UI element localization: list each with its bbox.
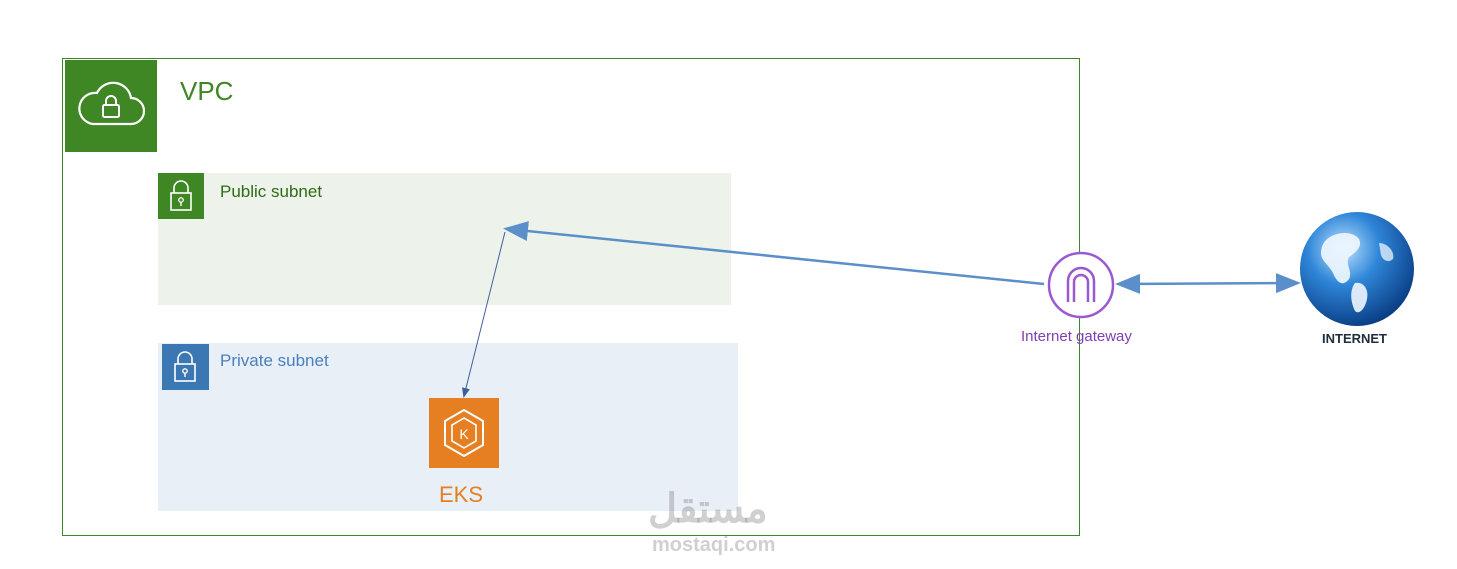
- public-subnet: [158, 173, 731, 305]
- kubernetes-hex-icon: K: [444, 408, 484, 458]
- eks-letter: K: [459, 426, 469, 442]
- public-to-eks-arrow: [462, 231, 506, 398]
- vpc-badge: [65, 60, 157, 152]
- public-subnet-badge: [158, 173, 204, 219]
- internet-gateway-label: Internet gateway: [1021, 328, 1132, 345]
- watermark-logo: مستقل: [648, 487, 768, 531]
- private-subnet-badge: [162, 344, 209, 390]
- globe-icon: [1300, 212, 1414, 326]
- igw-internet-arrow: [1115, 273, 1301, 294]
- watermark-url: mostaqi.com: [652, 534, 776, 556]
- vpc-label: VPC: [180, 76, 234, 106]
- internet-globe: [1297, 209, 1417, 329]
- lock-icon: [174, 351, 196, 382]
- cloud-lock-icon: [78, 81, 146, 126]
- igw-to-public-arrow: [503, 221, 1045, 286]
- gateway-arch-icon: [1047, 251, 1115, 319]
- lock-icon: [170, 180, 192, 211]
- eks-label: EKS: [439, 482, 484, 507]
- internet-gateway: [1046, 250, 1116, 320]
- public-subnet-label: Public subnet: [220, 182, 323, 201]
- private-subnet-label: Private subnet: [220, 351, 329, 370]
- eks-icon-tile: K: [429, 398, 499, 468]
- internet-label: INTERNET: [1322, 331, 1387, 346]
